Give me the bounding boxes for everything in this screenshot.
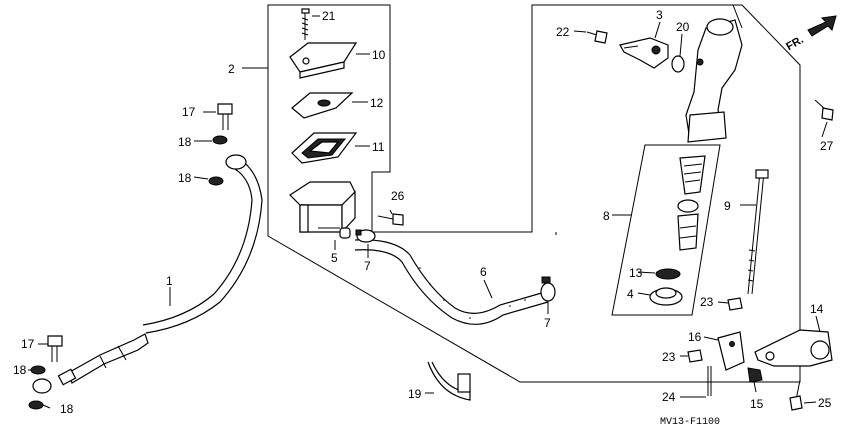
diagram-code: MV13-F1100	[660, 417, 720, 428]
hose-clamp-19	[427, 361, 471, 401]
callout-23-upper: 23	[700, 295, 714, 309]
bolt-26	[377, 213, 404, 226]
callout-10: 10	[372, 48, 386, 62]
pin-24	[707, 366, 712, 396]
assembly-outline	[267, 4, 801, 383]
callout-24: 24	[662, 390, 676, 404]
callout-18-a: 18	[178, 135, 192, 149]
callout-4: 4	[627, 287, 634, 301]
reservoir-hose-6	[354, 239, 546, 314]
brake-hose-1	[145, 157, 263, 334]
callout-14: 14	[810, 302, 824, 316]
callout-3: 3	[656, 8, 663, 22]
circlip-13	[655, 268, 681, 280]
screw-22	[586, 30, 608, 44]
callout-27: 27	[820, 139, 834, 153]
bolt-27	[814, 99, 834, 121]
washer-18-b	[208, 176, 224, 186]
callout-18-d: 18	[60, 402, 74, 416]
bracket-16	[717, 331, 745, 371]
nut-23-upper	[727, 297, 743, 311]
pedal-arm-14	[754, 329, 833, 367]
hose-fitting-nut	[57, 368, 77, 386]
callout-12: 12	[370, 96, 384, 110]
callout-25: 25	[818, 396, 832, 410]
callout-26: 26	[391, 189, 405, 203]
piston-kit-outline	[611, 144, 721, 316]
callout-13: 13	[629, 266, 643, 280]
callout-15: 15	[750, 397, 764, 411]
callout-11: 11	[372, 140, 385, 154]
hose-texture	[419, 267, 526, 319]
washer-18-a	[212, 135, 228, 145]
callout-16: 16	[688, 330, 702, 344]
callout-5: 5	[331, 251, 338, 265]
piston-spring	[679, 155, 706, 195]
hose-clamp-7-left	[355, 229, 376, 243]
callout-18-b: 18	[178, 171, 192, 185]
hose-fitting-lower	[67, 333, 149, 384]
piston-cup	[677, 199, 699, 251]
front-direction-label: FR.	[784, 34, 805, 53]
push-rod-9	[747, 169, 769, 295]
washer-18-c	[30, 365, 46, 375]
callout-8: 8	[603, 209, 610, 223]
callout-22: 22	[556, 25, 570, 39]
o-ring-20	[671, 55, 685, 73]
callout-6: 6	[480, 265, 487, 279]
callout-17-upper: 17	[182, 105, 196, 119]
nut-23-lower	[687, 349, 703, 363]
clip-15	[747, 367, 763, 383]
front-arrow-icon	[807, 15, 837, 37]
bolt-17-upper	[217, 103, 233, 130]
callout-23-lower: 23	[662, 350, 676, 364]
banjo-lower	[32, 378, 52, 394]
leader-lines	[28, 15, 828, 409]
bolt-25	[789, 379, 803, 411]
diaphragm-11	[291, 132, 358, 164]
reservoir-cap-10	[289, 42, 358, 79]
callout-7-left: 7	[364, 259, 371, 273]
banjo-upper	[225, 154, 247, 170]
callout-21: 21	[322, 9, 336, 23]
diaphragm-plate-12	[291, 92, 354, 119]
bolt-17-lower	[47, 335, 63, 362]
hose-joint-3	[619, 37, 669, 69]
callout-2: 2	[228, 62, 235, 76]
callout-20: 20	[676, 20, 690, 34]
callout-9: 9	[724, 199, 731, 213]
master-cylinder-body	[685, 4, 743, 143]
washer-18-d	[28, 400, 44, 410]
callout-17-lower: 17	[21, 337, 35, 351]
callout-1: 1	[166, 274, 173, 288]
reservoir-5	[289, 181, 356, 239]
callout-18-c: 18	[13, 363, 27, 377]
callout-19: 19	[408, 387, 422, 401]
callout-7-right: 7	[544, 316, 551, 330]
screw-21	[301, 8, 310, 40]
hose-clamp-7-right	[540, 276, 556, 302]
boot-4	[649, 287, 683, 306]
